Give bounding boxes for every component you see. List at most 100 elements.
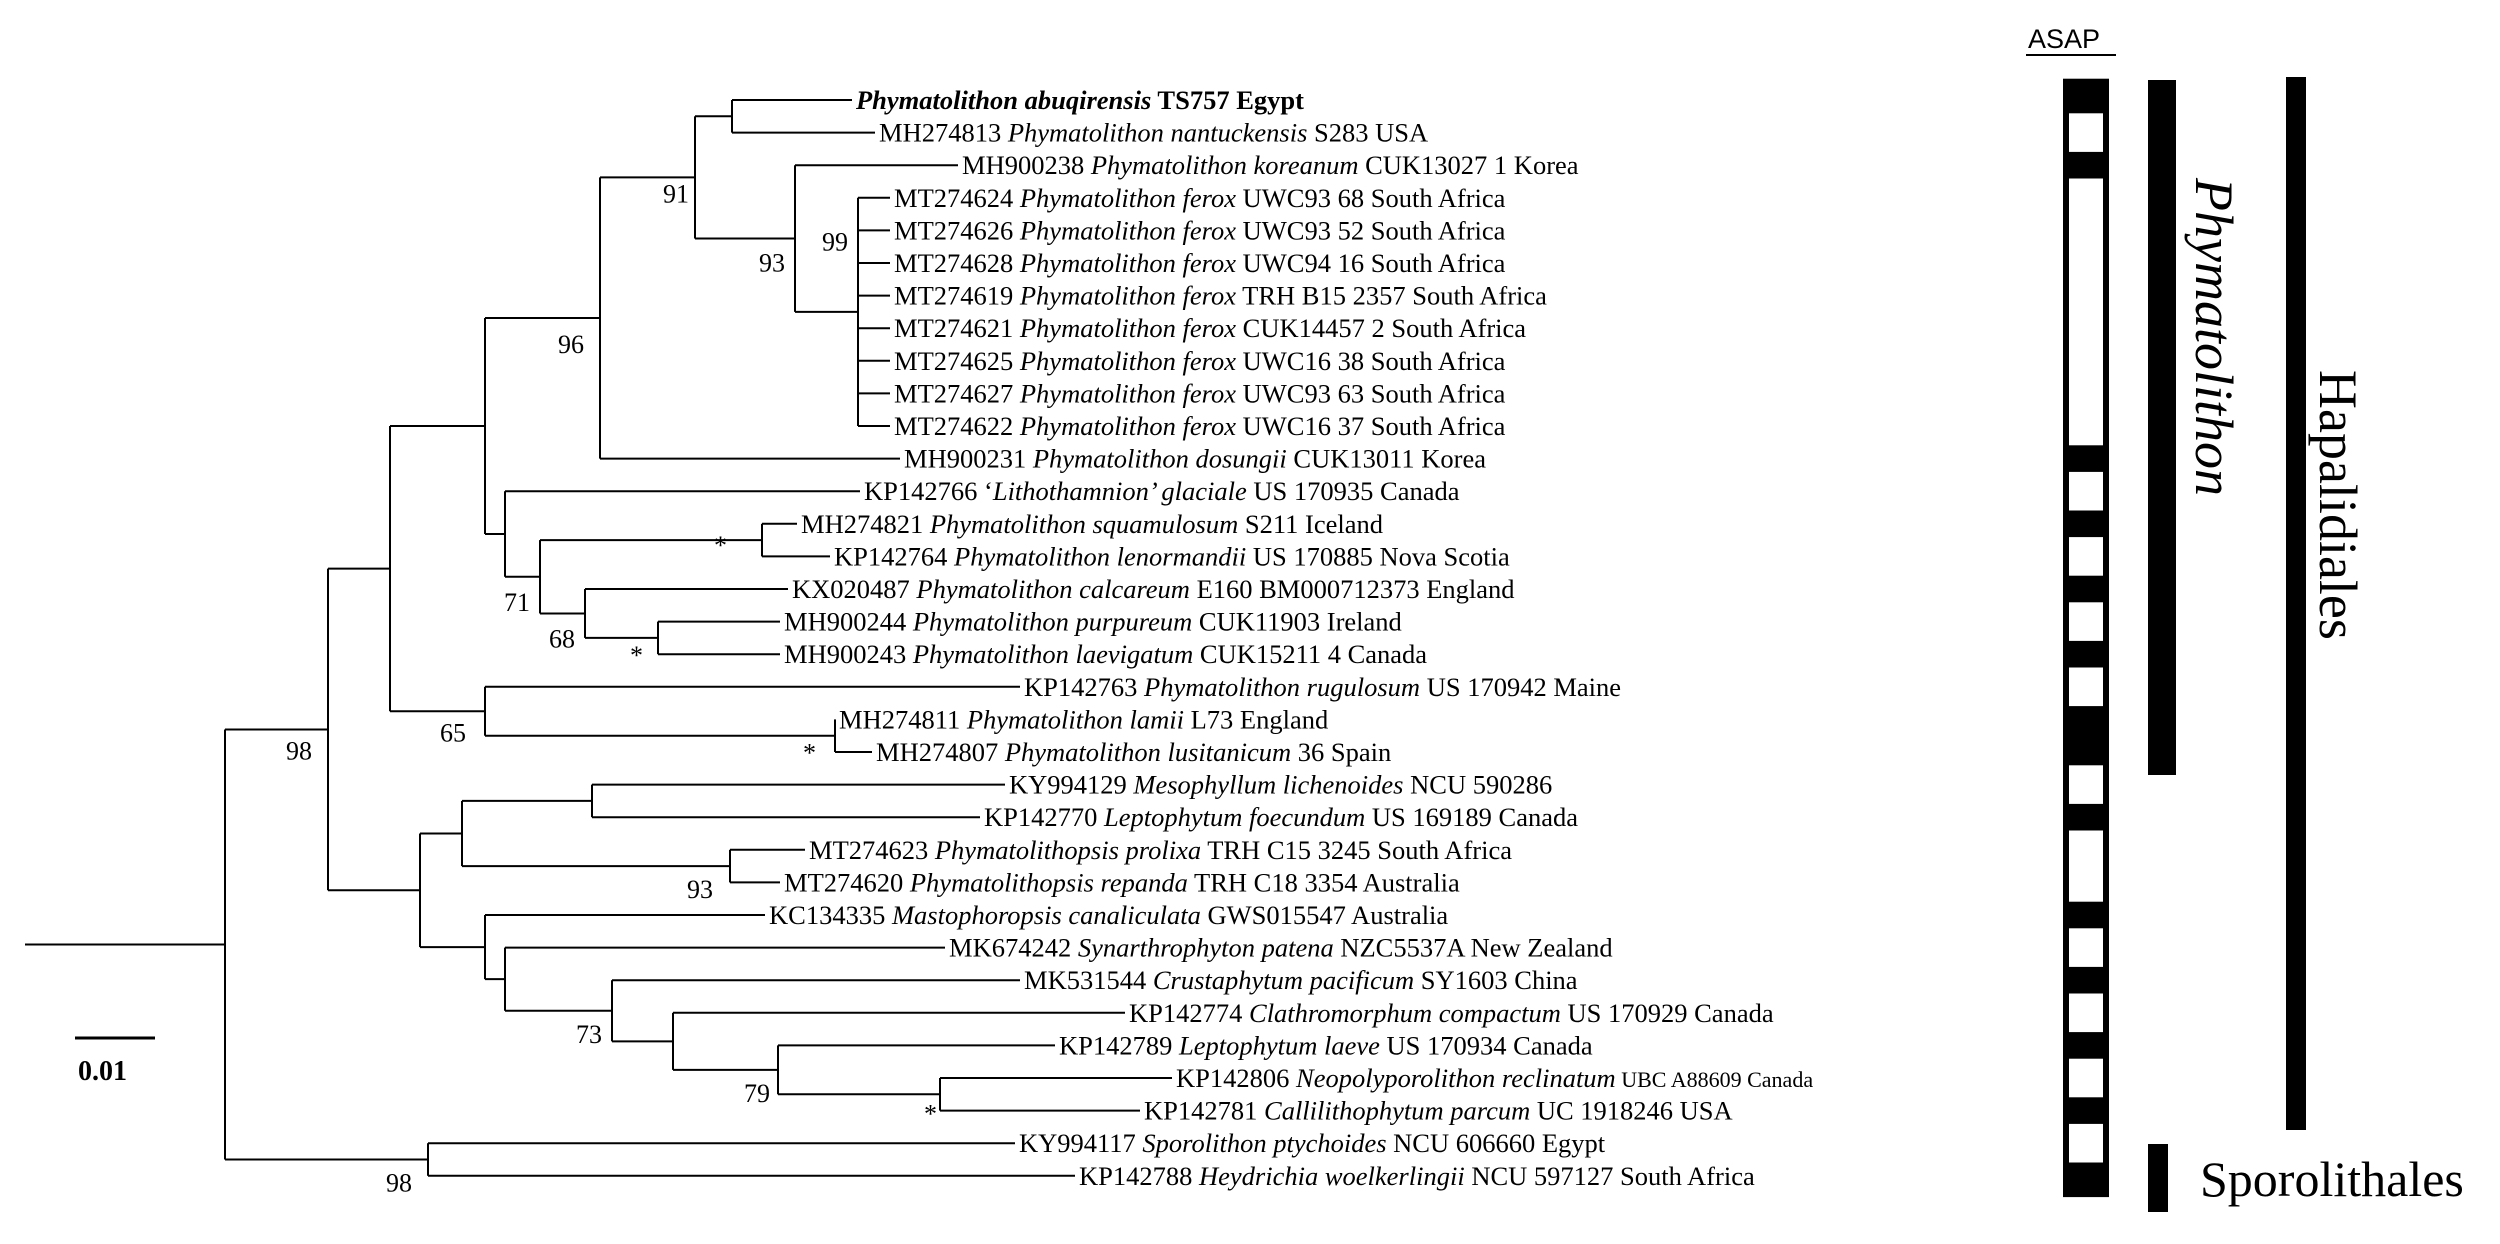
species-name: Lithothamnion’ glaciale: [992, 476, 1247, 506]
leaf-label: MT274624 Phymatolithon ferox UWC93 68 So…: [894, 183, 1506, 213]
leaf-label: KP142788 Heydrichia woelkerlingii NCU 59…: [1079, 1161, 1755, 1191]
accession-number: KP142763: [1024, 672, 1144, 702]
accession-number: MK531544: [1024, 965, 1153, 995]
species-name: Phymatolithon lusitanicum: [1004, 737, 1291, 767]
voucher-locality: SY1603 China: [1414, 965, 1578, 995]
species-name: Phymatolithon lamii: [966, 704, 1184, 734]
species-name: Phymatolithon abuqirensis: [855, 85, 1151, 115]
species-name: Clathromorphum compactum: [1249, 998, 1561, 1028]
leaf-label: MH900231 Phymatolithon dosungii CUK13011…: [904, 444, 1486, 474]
asap-group-filled: [2066, 706, 2106, 766]
leaf-label: MH274807 Phymatolithon lusitanicum 36 Sp…: [876, 737, 1391, 767]
support-value: 96: [558, 330, 584, 359]
leaf-label: MT274628 Phymatolithon ferox UWC94 16 So…: [894, 248, 1506, 278]
leaf-label: MH274813 Phymatolithon nantuckensis S283…: [879, 118, 1428, 148]
voucher-locality: CUK11903 Ireland: [1192, 607, 1402, 637]
support-value: 98: [286, 736, 312, 765]
voucher-locality: TRH B15 2357 South Africa: [1236, 281, 1547, 311]
accession-number: MH900231: [904, 444, 1033, 474]
support-value: 93: [687, 875, 713, 904]
species-name: Phymatolithopsis repanda: [909, 867, 1188, 897]
voucher-locality: 36 Spain: [1291, 737, 1391, 767]
support-value: *: [714, 531, 727, 560]
asap-title: ASAP: [2028, 24, 2100, 54]
leaf-label: KP142766 ‘Lithothamnion’ glaciale US 170…: [864, 476, 1460, 506]
voucher-locality: UC 1918246 USA: [1530, 1096, 1732, 1126]
leaf-label: MK674242 Synarthrophyton patena NZC5537A…: [949, 933, 1613, 963]
support-value: 65: [440, 718, 466, 747]
species-name: Phymatolithon calcareum: [915, 574, 1190, 604]
support-value: 71: [504, 588, 530, 617]
leaf-label: Phymatolithon abuqirensis TS757 Egypt: [855, 85, 1304, 115]
asap-group-filled: [2066, 151, 2106, 179]
support-value: *: [924, 1099, 937, 1128]
asap-group-filled: [2066, 81, 2106, 114]
accession-number: MK674242: [949, 933, 1078, 963]
voucher-locality: TRH C18 3354 Australia: [1188, 867, 1460, 897]
voucher-locality: CUK13027 1 Korea: [1358, 150, 1578, 180]
accession-number: KP142806: [1176, 1063, 1296, 1093]
leaf-label: MT274623 Phymatolithopsis prolixa TRH C1…: [809, 835, 1512, 865]
voucher-locality: NCU 590286: [1404, 770, 1553, 800]
support-value: 68: [549, 624, 575, 653]
voucher-locality: S283 USA: [1307, 118, 1428, 148]
species-name: Phymatolithon rugulosum: [1143, 672, 1420, 702]
species-name: Mesophyllum lichenoides: [1132, 770, 1403, 800]
species-name: Phymatolithon koreanum: [1090, 150, 1359, 180]
species-name: Phymatolithon ferox: [1019, 215, 1236, 245]
genus-clade-bar: [2148, 80, 2176, 775]
voucher-locality: UWC93 68 South Africa: [1236, 183, 1506, 213]
leaf-label: KP142770 Leptophytum foecundum US 169189…: [984, 802, 1578, 832]
leaf-label: KC134335 Mastophoropsis canaliculata GWS…: [769, 900, 1448, 930]
species-name: Phymatolithon ferox: [1019, 248, 1236, 278]
voucher-locality: CUK13011 Korea: [1287, 444, 1486, 474]
voucher-locality: UWC16 38 South Africa: [1236, 346, 1506, 376]
voucher-locality: UWC94 16 South Africa: [1236, 248, 1506, 278]
species-name: Phymatolithon lenormandii: [953, 541, 1246, 571]
leaf-label: KY994129 Mesophyllum lichenoides NCU 590…: [1009, 770, 1552, 800]
leaf-label: MT274626 Phymatolithon ferox UWC93 52 So…: [894, 215, 1506, 245]
voucher-locality: TRH C15 3245 South Africa: [1201, 835, 1512, 865]
asap-partition-bar: [2063, 78, 2109, 1198]
accession-number: MH274811: [839, 704, 967, 734]
voucher-locality: CUK14457 2 South Africa: [1236, 313, 1526, 343]
accession-number: KC134335: [769, 900, 892, 930]
leaf-label: MH900244 Phymatolithon purpureum CUK1190…: [784, 607, 1402, 637]
accession-number: MH900238: [962, 150, 1091, 180]
voucher-locality: US 170935 Canada: [1247, 476, 1460, 506]
asap-group-filled: [2066, 966, 2106, 994]
accession-number: MH900243: [784, 639, 913, 669]
species-name: Phymatolithon ferox: [1019, 378, 1236, 408]
voucher-locality: E160 BM000712373 England: [1190, 574, 1515, 604]
voucher-locality: L73 England: [1184, 704, 1328, 734]
species-name: Synarthrophyton patena: [1078, 933, 1334, 963]
species-name: Phymatolithon ferox: [1019, 411, 1236, 441]
leaf-label: KP142774 Clathromorphum compactum US 170…: [1129, 998, 1774, 1028]
leaf-label: KP142789 Leptophytum laeve US 170934 Can…: [1059, 1030, 1593, 1060]
voucher-locality: US 170942 Maine: [1420, 672, 1621, 702]
voucher-locality: NZC5537A New Zealand: [1334, 933, 1613, 963]
species-name: Neopolyporolithon reclinatum: [1295, 1063, 1616, 1093]
species-name: Phymatolithon nantuckensis: [1007, 118, 1308, 148]
leaf-label: MT274619 Phymatolithon ferox TRH B15 235…: [894, 281, 1547, 311]
scale-bar-label: 0.01: [78, 1056, 127, 1087]
leaf-label: KP142806 Neopolyporolithon reclinatum UB…: [1176, 1063, 1813, 1093]
leaf-label: MT274627 Phymatolithon ferox UWC93 63 So…: [894, 378, 1506, 408]
support-value: 73: [576, 1020, 602, 1049]
accession-number: KY994117: [1019, 1128, 1142, 1158]
accession-number: MT274627: [894, 378, 1020, 408]
voucher-locality: UWC93 63 South Africa: [1236, 378, 1506, 408]
support-value: 99: [822, 227, 848, 256]
leaf-label: MT274620 Phymatolithopsis repanda TRH C1…: [784, 867, 1460, 897]
scale-bar: 0.01: [75, 1036, 155, 1087]
voucher-locality: NCU 597127 South Africa: [1465, 1161, 1755, 1191]
species-name: Phymatolithon ferox: [1019, 313, 1236, 343]
species-name: Callilithophytum parcum: [1264, 1096, 1530, 1126]
voucher-locality: US 169189 Canada: [1365, 802, 1578, 832]
asap-group-filled: [2066, 445, 2106, 472]
species-name: Phymatolithopsis prolixa: [934, 835, 1201, 865]
asap-group-filled: [2066, 575, 2106, 603]
